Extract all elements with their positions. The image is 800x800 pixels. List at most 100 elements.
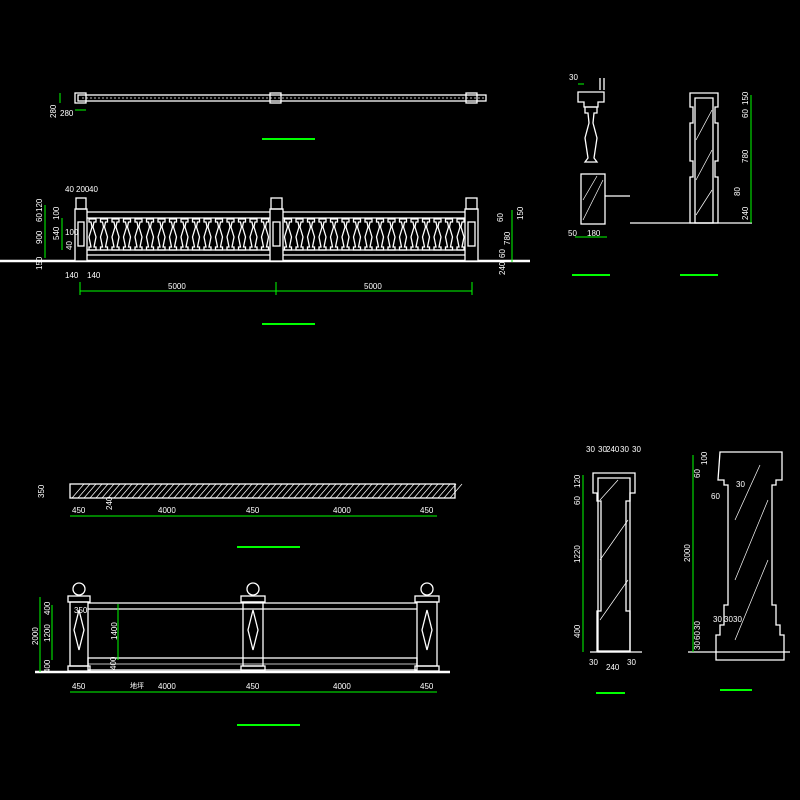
hatch-line: [197, 483, 211, 499]
dim: 150: [35, 256, 44, 270]
dim: 30: [627, 658, 636, 667]
hatch-line: [371, 483, 385, 499]
dim: 4000: [333, 506, 351, 515]
baluster: [306, 218, 316, 251]
diamond-ornament: [421, 609, 433, 651]
baluster: [249, 218, 258, 251]
hatch-line: [329, 483, 343, 499]
baluster: [99, 218, 109, 251]
baluster: [203, 218, 212, 251]
dim: 150: [516, 206, 525, 220]
dim: 30: [569, 73, 578, 82]
dim: 30: [620, 445, 629, 454]
baluster: [145, 218, 155, 251]
dim: 150: [741, 91, 750, 105]
hatch-line: [299, 483, 313, 499]
dim: 780: [503, 231, 512, 245]
dim: 1200: [43, 624, 52, 642]
post-cap: [67, 595, 91, 603]
baluster: [88, 218, 97, 251]
baluster: [214, 218, 224, 251]
baluster-group: [88, 218, 465, 251]
hatch-line: [161, 483, 175, 499]
post-panel: [77, 221, 85, 247]
post: [464, 208, 479, 262]
balustrade-elevation: 40 200 40 60 120 900 540 100 100 40 150 …: [0, 185, 530, 325]
hatch-line: [365, 483, 379, 499]
dim: 140: [87, 271, 101, 280]
dim: 4000: [158, 506, 176, 515]
hatch-line: [155, 483, 169, 499]
hatch-line: [233, 483, 247, 499]
hatch-line: [71, 483, 85, 499]
post-cap: [240, 595, 266, 603]
hatch-line: [275, 483, 289, 499]
hatch-line: [113, 483, 127, 499]
dim: 30: [724, 615, 733, 624]
wall-elevation: 400 2000 1200 400 350 1400 400 450 4000 …: [31, 582, 450, 726]
dim: 200: [76, 185, 90, 194]
dim: 180: [587, 229, 601, 238]
baluster: [375, 218, 385, 251]
dim: 60: [711, 492, 720, 501]
hatch-line: [173, 483, 187, 499]
wall-plan: 350 240 450 4000 450 4000 450: [37, 483, 463, 548]
baluster: [157, 218, 166, 251]
hatch-line: [281, 483, 295, 499]
dim: 540: [52, 226, 61, 240]
dim: 450: [72, 682, 86, 691]
dim: 350: [74, 606, 88, 615]
baluster: [329, 218, 339, 251]
dim: 120: [573, 474, 582, 488]
baluster: [433, 218, 442, 251]
hatch-line: [419, 483, 433, 499]
baluster: [410, 218, 419, 251]
dim: 60: [496, 213, 505, 222]
hatch-line: [119, 483, 133, 499]
dim: 1400: [110, 622, 119, 640]
pier-base: [67, 665, 91, 672]
hatch-line: [269, 483, 283, 499]
dim: 280: [49, 104, 58, 118]
hatch-line: [335, 483, 349, 499]
baluster: [111, 218, 120, 251]
hatch-line: [137, 483, 151, 499]
dim: 30: [586, 445, 595, 454]
hatch-line: [227, 483, 241, 499]
hatch-line: [257, 483, 271, 499]
dim: 60: [741, 109, 750, 118]
baluster: [134, 218, 143, 251]
dim: 40: [65, 241, 74, 250]
dim: 100: [65, 228, 79, 237]
baluster: [226, 218, 235, 251]
dim: 60: [573, 496, 582, 505]
dim: 240: [498, 261, 507, 275]
dim: 60: [693, 631, 702, 640]
dim: 350: [37, 484, 46, 498]
hatch-line: [383, 483, 397, 499]
hatch-line: [323, 483, 337, 499]
post: [269, 208, 284, 262]
baluster: [168, 218, 178, 251]
baluster: [444, 218, 454, 251]
hatch-line: [191, 483, 205, 499]
dim: 5000: [168, 282, 186, 291]
dim: 30: [693, 641, 702, 650]
dim: 30: [693, 621, 702, 630]
dim: 100: [700, 451, 709, 465]
hatch-line: [107, 483, 121, 499]
dim: 240: [105, 496, 114, 510]
dim: 60: [498, 249, 507, 258]
hatch-line: [89, 483, 103, 499]
dim: 1220: [573, 545, 582, 563]
dim: 60: [35, 213, 44, 222]
ground-label: 地坪: [130, 681, 144, 690]
diamond-ornament: [247, 609, 259, 651]
dim: 400: [43, 659, 52, 673]
hatch-line: [407, 483, 421, 499]
baluster: [387, 218, 396, 251]
hatch-line: [311, 483, 325, 499]
dim: 100: [52, 206, 61, 220]
hatch-line: [239, 483, 253, 499]
